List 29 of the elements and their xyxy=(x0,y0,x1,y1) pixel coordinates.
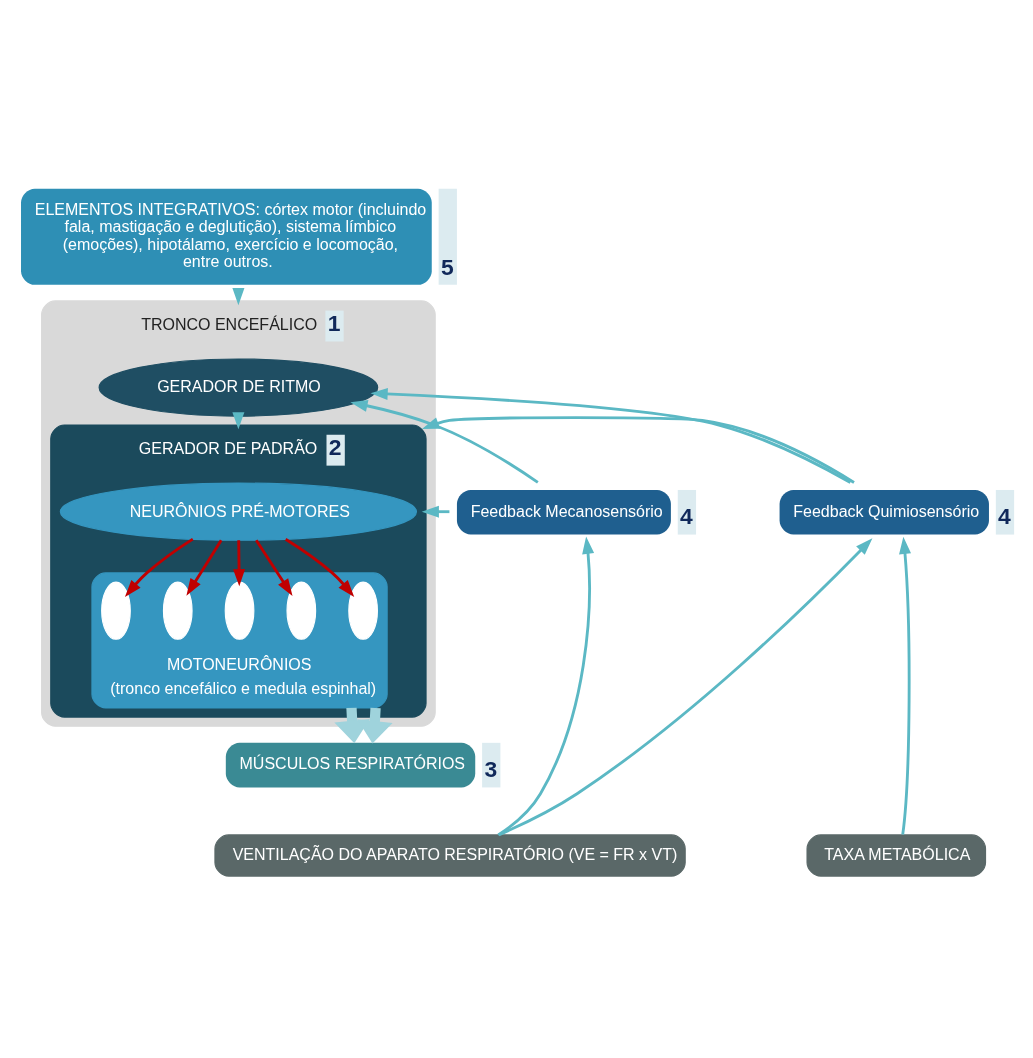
node-ellipse xyxy=(162,581,193,640)
node-ellipse xyxy=(224,581,254,640)
node-label: 4 xyxy=(997,503,1011,530)
node-ellipse: NEURÔNIOS PRÉ-MOTORES xyxy=(59,482,417,541)
cluster: MOTONEURÔNIOS (tronco encefálico e medula espinhal) xyxy=(90,572,388,709)
arrow xyxy=(232,540,245,587)
node-ellipse xyxy=(347,581,378,640)
arrow xyxy=(421,505,449,518)
node-label: 5 xyxy=(440,253,454,280)
arrow xyxy=(284,538,354,597)
node-label: 1 xyxy=(327,309,340,336)
node-label: 2 xyxy=(328,433,342,460)
arrow xyxy=(898,536,911,835)
arrow xyxy=(496,536,594,837)
arrow xyxy=(356,707,393,744)
arrow xyxy=(231,412,244,430)
arrow xyxy=(370,387,851,484)
arrow xyxy=(124,537,194,597)
arrow xyxy=(421,416,855,484)
node-ellipse xyxy=(285,581,316,640)
arrow xyxy=(185,539,222,596)
node-label: 4 xyxy=(679,503,693,530)
arrow xyxy=(254,539,292,596)
node-label: 3 xyxy=(483,756,497,783)
node-ellipse xyxy=(100,581,131,640)
arrow xyxy=(349,399,539,484)
node-box: VENTILAÇÃO DO APARATO RESPIRATÓRIO (VE = FR x VT) xyxy=(213,834,686,877)
node-box: TAXA METABÓLICA xyxy=(805,834,986,877)
arrow xyxy=(497,538,872,837)
